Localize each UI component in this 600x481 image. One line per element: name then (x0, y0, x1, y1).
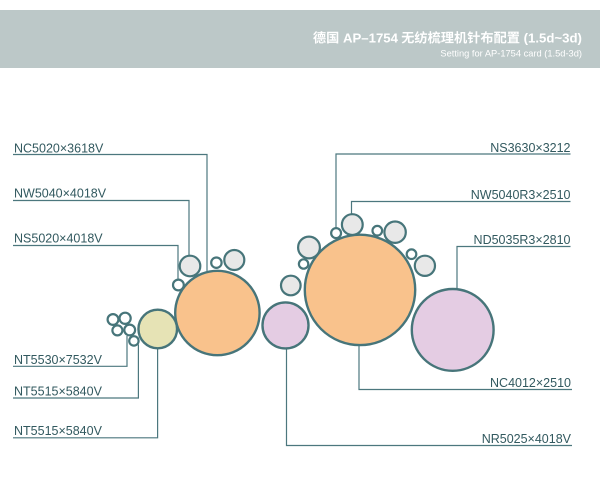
svg-text:NW5040×4018V: NW5040×4018V (14, 187, 107, 201)
svg-text:Setting for AP-1754 card (1.5d: Setting for AP-1754 card (1.5d-3d) (440, 49, 582, 59)
svg-text:NC5020×3618V: NC5020×3618V (14, 141, 104, 155)
svg-text:AP–1754: AP–1754 (343, 30, 399, 45)
svg-text:NT5515×5840V: NT5515×5840V (14, 424, 103, 438)
svg-text:(1.5d~3d): (1.5d~3d) (524, 30, 582, 45)
svg-text:NT5530×7532V: NT5530×7532V (14, 353, 103, 367)
svg-text:NR5025×4018V: NR5025×4018V (482, 432, 572, 446)
svg-text:NT5515×5840V: NT5515×5840V (14, 385, 103, 399)
svg-text:NS3630×3212: NS3630×3212 (490, 141, 570, 155)
svg-text:NS5020×4018V: NS5020×4018V (14, 232, 103, 246)
svg-text:NC4012×2510: NC4012×2510 (490, 376, 571, 390)
svg-text:NW5040R3×2510: NW5040R3×2510 (471, 188, 571, 202)
svg-text:ND5035R3×2810: ND5035R3×2810 (474, 233, 571, 247)
